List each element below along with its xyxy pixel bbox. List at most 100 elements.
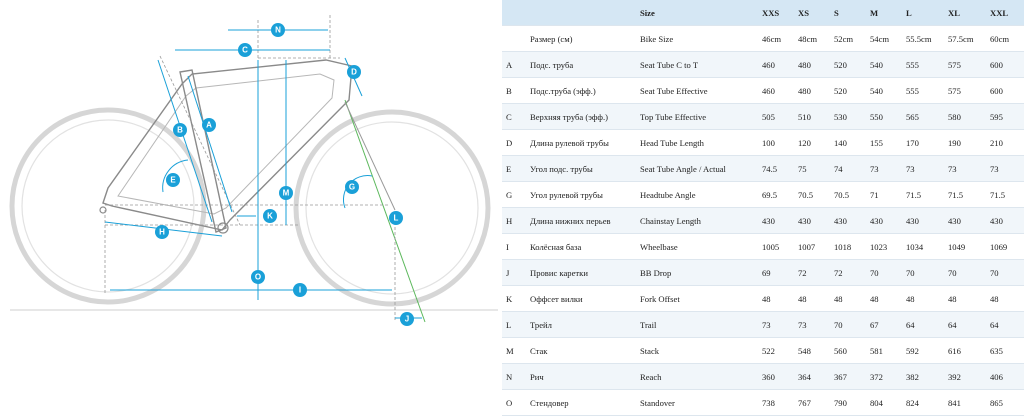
svg-text:G: G xyxy=(349,183,355,192)
bike-geometry-diagram: N C D A B E M G L K H O I J xyxy=(9,15,498,326)
row-name-ru: Рич xyxy=(526,363,636,390)
row-value: 560 xyxy=(830,337,866,364)
row-code: M xyxy=(502,337,526,364)
row-value: 73 xyxy=(944,155,986,182)
row-value: 48 xyxy=(794,285,830,312)
row-value: 565 xyxy=(902,103,944,130)
row-name-en: Trail xyxy=(636,311,758,338)
row-value: 460 xyxy=(758,77,794,104)
row-value: 48 xyxy=(758,285,794,312)
row-value: 1069 xyxy=(986,233,1024,260)
row-name-ru: Провис каретки xyxy=(526,259,636,286)
row-value: 70 xyxy=(830,311,866,338)
row-value: 69 xyxy=(758,259,794,286)
row-name-ru: Стендовер xyxy=(526,389,636,416)
row-value: 190 xyxy=(944,129,986,156)
row-value: 1049 xyxy=(944,233,986,260)
header-name-ru xyxy=(526,0,636,26)
row-value: 460 xyxy=(758,51,794,78)
row-value: 73 xyxy=(794,311,830,338)
svg-text:D: D xyxy=(351,68,357,77)
row-name-ru: Угол рулевой трубы xyxy=(526,181,636,208)
row-name-en: Seat Tube Angle / Actual xyxy=(636,155,758,182)
row-value: 555 xyxy=(902,77,944,104)
svg-text:K: K xyxy=(267,212,273,221)
header-size-s: S xyxy=(830,0,866,26)
row-value: 70 xyxy=(866,259,902,286)
row-value: 382 xyxy=(902,363,944,390)
row-name-ru: Подс. труба xyxy=(526,51,636,78)
row-value: 540 xyxy=(866,51,902,78)
row-name-en: Stack xyxy=(636,337,758,364)
row-value: 430 xyxy=(986,207,1024,234)
row-value: 48 xyxy=(944,285,986,312)
row-value: 550 xyxy=(866,103,902,130)
row-name-en: BB Drop xyxy=(636,259,758,286)
row-value: 530 xyxy=(830,103,866,130)
row-name-en: Seat Tube Effective xyxy=(636,77,758,104)
row-value: 73 xyxy=(866,155,902,182)
label-b-badge: B xyxy=(173,123,187,137)
row-name-ru: Верхняя труба (эфф.) xyxy=(526,103,636,130)
label-e-badge: E xyxy=(166,173,180,187)
row-name-ru: Подс.труба (эфф.) xyxy=(526,77,636,104)
row-code: A xyxy=(502,51,526,78)
label-c-badge: C xyxy=(238,43,252,57)
label-m-badge: M xyxy=(279,186,293,200)
svg-text:L: L xyxy=(394,214,399,223)
row-value: 548 xyxy=(794,337,830,364)
row-code: L xyxy=(502,311,526,338)
row-value: 392 xyxy=(944,363,986,390)
row-value: 841 xyxy=(944,389,986,416)
header-size: Size xyxy=(636,0,758,26)
row-value: 170 xyxy=(902,129,944,156)
label-o-badge: O xyxy=(251,270,265,284)
row-value: 580 xyxy=(944,103,986,130)
row-value: 70 xyxy=(902,259,944,286)
row-value: 75 xyxy=(794,155,830,182)
row-code: N xyxy=(502,363,526,390)
row-value: 430 xyxy=(902,207,944,234)
row-value: 595 xyxy=(986,103,1024,130)
row-value: 1007 xyxy=(794,233,830,260)
row-value: 824 xyxy=(902,389,944,416)
row-value: 505 xyxy=(758,103,794,130)
row-name-en: Seat Tube C to T xyxy=(636,51,758,78)
row-value: 372 xyxy=(866,363,902,390)
row-value: 72 xyxy=(830,259,866,286)
row-value: 70 xyxy=(986,259,1024,286)
row-value: 430 xyxy=(830,207,866,234)
row-value: 430 xyxy=(866,207,902,234)
row-value: 790 xyxy=(830,389,866,416)
row-code: D xyxy=(502,129,526,156)
svg-text:A: A xyxy=(206,121,212,130)
row-value: 430 xyxy=(794,207,830,234)
label-g-badge: G xyxy=(345,180,359,194)
frame xyxy=(99,59,353,234)
label-n-badge: N xyxy=(271,23,285,37)
label-l-badge: J xyxy=(400,312,414,326)
row-value: 364 xyxy=(794,363,830,390)
row-code: B xyxy=(502,77,526,104)
row-name-ru: Оффсет вилки xyxy=(526,285,636,312)
row-value: 48 xyxy=(986,285,1024,312)
row-name-en: Reach xyxy=(636,363,758,390)
header-size-xl: XL xyxy=(944,0,986,26)
header-size-l: L xyxy=(902,0,944,26)
row-value: 510 xyxy=(794,103,830,130)
row-value: 1023 xyxy=(866,233,902,260)
row-name-en: Head Tube Length xyxy=(636,129,758,156)
row-code: O xyxy=(502,389,526,416)
row-code: J xyxy=(502,259,526,286)
row-code: K xyxy=(502,285,526,312)
row-value: 64 xyxy=(986,311,1024,338)
row-value: 767 xyxy=(794,389,830,416)
label-j-badge: K xyxy=(263,209,277,223)
row-value: 1034 xyxy=(902,233,944,260)
